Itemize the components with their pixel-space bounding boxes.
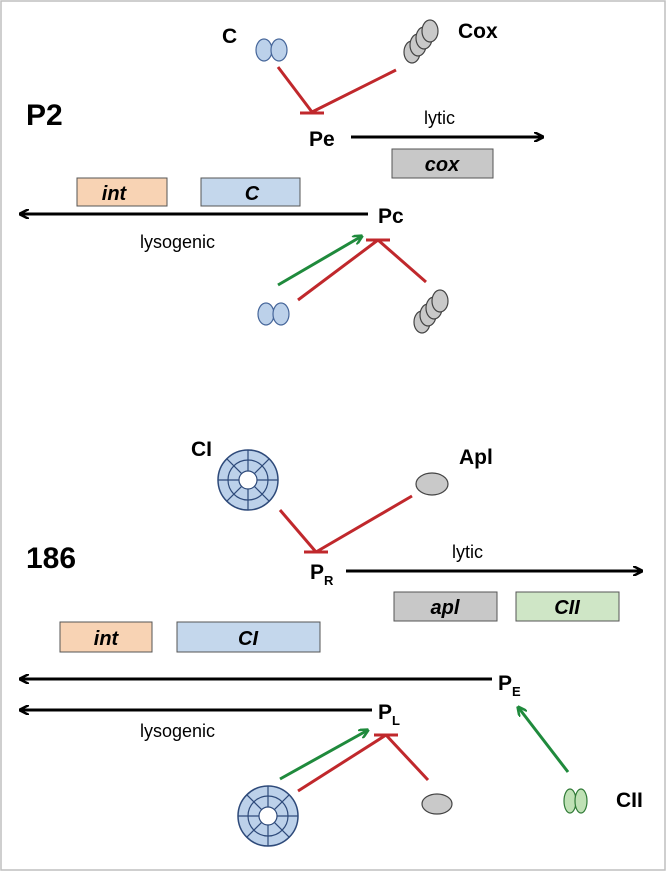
phage186-title: 186	[26, 542, 76, 575]
phage186-pe-promoter: PE	[498, 672, 521, 699]
p2-c-protein-bottom-icon	[257, 302, 290, 326]
p2-cox-protein-bottom-icon	[413, 289, 449, 334]
p2-c-label: C	[222, 25, 237, 48]
phage186-pl-promoter: PL	[378, 701, 400, 728]
p2-c-gene	[200, 177, 301, 207]
p2-title: P2	[26, 99, 63, 132]
phage186-apl-gene-label: apl	[431, 597, 460, 619]
phage186-pe-activation-arrow	[518, 707, 570, 773]
p2-pc-promoter: Pc	[378, 205, 404, 228]
p2-int-gene-label: int	[102, 183, 128, 205]
phage186-apl-label: Apl	[459, 446, 493, 469]
phage186-ci-gene	[176, 621, 321, 653]
phage186-ci-protein-icon	[217, 449, 279, 511]
p2-int-gene	[76, 177, 168, 207]
p2-cox-gene	[391, 148, 494, 179]
p2-c-gene-label: C	[245, 183, 260, 205]
phage186-cii-gene	[515, 591, 620, 622]
p2-pc-activation-arrow	[277, 236, 362, 287]
p2-cox-gene-label: cox	[425, 154, 460, 176]
p2-lytic-label: lytic	[424, 108, 455, 128]
phage186-lytic-label: lytic	[452, 542, 483, 562]
phage186-apl-protein-bottom-icon	[421, 793, 453, 815]
phage186-pr-promoter: PR	[310, 561, 334, 588]
phage186-pl-repression	[297, 733, 430, 793]
phage186-ci-gene-label: CI	[238, 628, 258, 650]
phage186-apl-protein-icon	[415, 472, 449, 496]
phage186-ci-protein-bottom-icon	[237, 785, 299, 847]
p2-pe-promoter: Pe	[309, 128, 335, 151]
p2-cox-protein-icon	[403, 19, 439, 64]
p2-cox-label: Cox	[458, 20, 498, 43]
p2-pc-repression	[297, 238, 427, 302]
p2-lysogenic-label: lysogenic	[140, 232, 215, 252]
p2-c-protein-icon	[255, 38, 288, 62]
phage186-cii-gene-label: CII	[554, 597, 580, 619]
phage186-lysogenic-label: lysogenic	[140, 721, 215, 741]
phage186-pr-repression	[278, 494, 413, 554]
phage186-pl-activation-arrow	[279, 730, 368, 781]
phage186-int-gene	[59, 621, 153, 653]
phage186-cii-protein-icon	[563, 788, 588, 814]
p2-pe-repression	[276, 66, 397, 115]
phage186-apl-gene	[393, 591, 498, 622]
phage186-cii-label: CII	[616, 789, 643, 812]
phage186-int-gene-label: int	[94, 628, 120, 650]
phage186-ci-label: CI	[191, 438, 212, 461]
